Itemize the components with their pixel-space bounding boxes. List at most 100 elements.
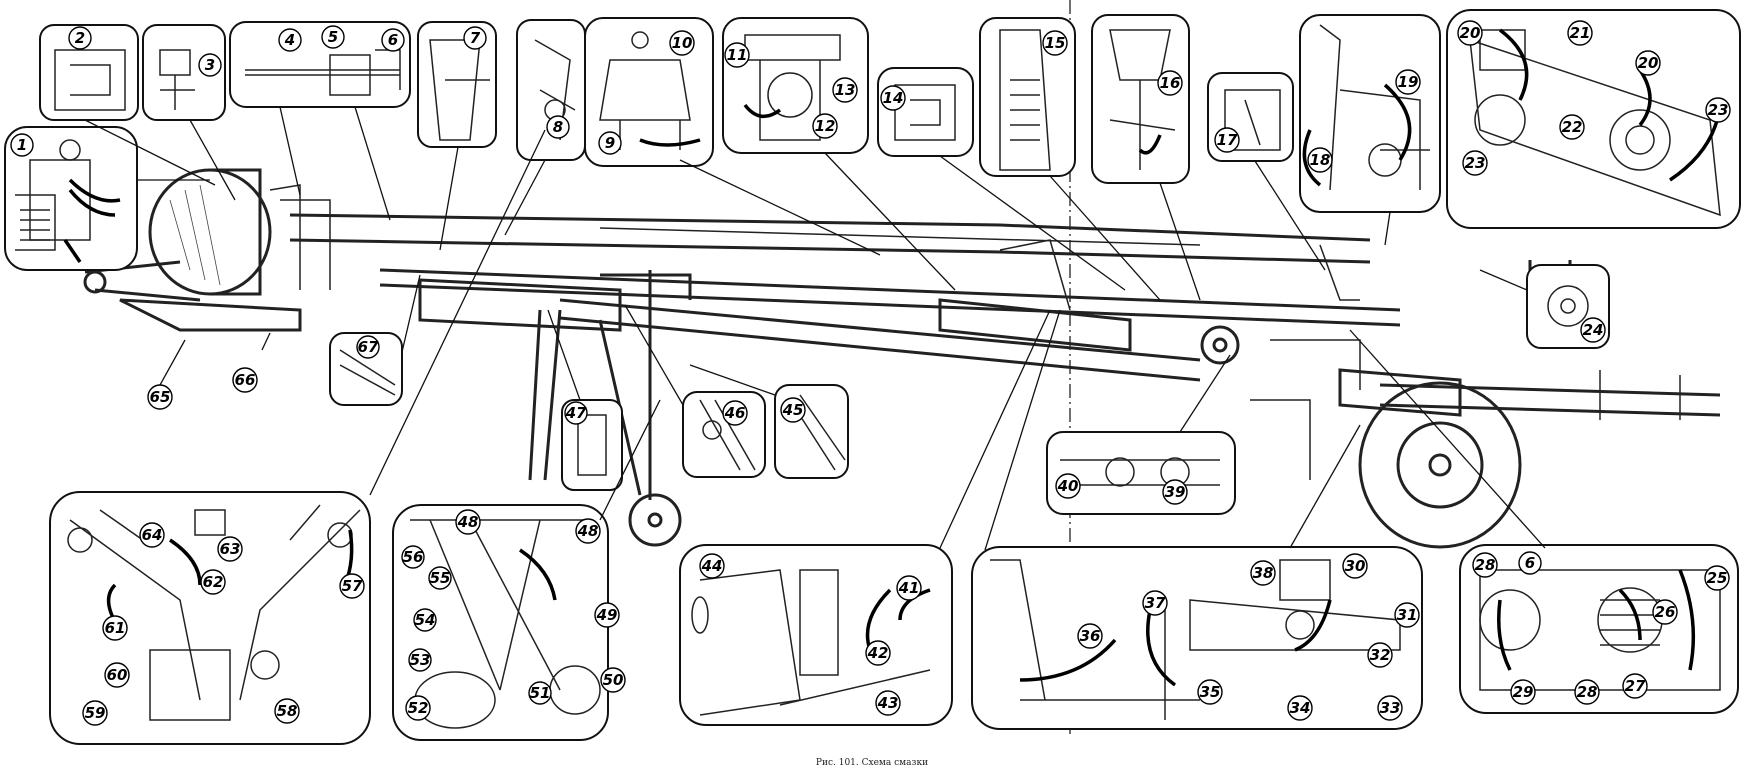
svg-text:61: 61 — [105, 619, 126, 637]
svg-text:8: 8 — [553, 118, 563, 136]
svg-text:22: 22 — [1562, 118, 1583, 136]
callout-26: 26 — [1652, 599, 1678, 625]
callout-41: 41 — [896, 575, 922, 601]
inset-30-38 — [971, 546, 1423, 730]
callout-30: 30 — [1342, 553, 1368, 579]
svg-text:23: 23 — [1708, 101, 1729, 119]
svg-text:43: 43 — [877, 694, 899, 712]
callout-14: 14 — [880, 85, 906, 111]
inset-8 — [516, 19, 586, 161]
callout-27: 27 — [1622, 673, 1648, 699]
svg-text:30: 30 — [1345, 557, 1366, 575]
callout-57: 57 — [339, 573, 365, 599]
inset-1 — [4, 126, 138, 271]
svg-text:36: 36 — [1080, 627, 1101, 645]
callout-13: 13 — [832, 77, 858, 103]
callout-29: 29 — [1510, 679, 1536, 705]
callout-42: 42 — [865, 640, 891, 666]
callout-48a: 48 — [455, 509, 481, 535]
svg-text:27: 27 — [1625, 677, 1646, 695]
callout-38: 38 — [1250, 560, 1276, 586]
inset-18-19 — [1299, 14, 1441, 213]
svg-text:64: 64 — [142, 526, 163, 544]
callout-1: 1 — [10, 133, 34, 157]
svg-text:40: 40 — [1057, 477, 1079, 495]
callout-33: 33 — [1377, 695, 1403, 721]
inset-4-6 — [229, 21, 411, 108]
callout-56: 56 — [401, 545, 425, 569]
svg-text:26: 26 — [1655, 603, 1676, 621]
svg-text:35: 35 — [1200, 683, 1221, 701]
callout-20b: 20 — [1635, 50, 1661, 76]
svg-text:31: 31 — [1397, 606, 1418, 624]
svg-text:58: 58 — [277, 702, 298, 720]
callout-35: 35 — [1197, 679, 1223, 705]
svg-text:65: 65 — [150, 388, 171, 406]
svg-text:54: 54 — [415, 611, 436, 629]
callout-labels: 1 2 3 4 5 6 7 8 9 10 11 12 13 14 15 16 1… — [10, 20, 1731, 726]
inset-14 — [877, 67, 974, 157]
callout-5: 5 — [321, 25, 345, 49]
svg-text:14: 14 — [883, 89, 904, 107]
svg-text:29: 29 — [1513, 683, 1534, 701]
svg-text:62: 62 — [203, 573, 224, 591]
callout-36: 36 — [1077, 623, 1103, 649]
svg-text:56: 56 — [403, 548, 424, 566]
svg-text:39: 39 — [1165, 483, 1186, 501]
svg-text:66: 66 — [235, 371, 256, 389]
svg-text:7: 7 — [470, 29, 481, 47]
callout-61: 61 — [102, 615, 128, 641]
callout-6: 6 — [381, 28, 405, 52]
callout-4: 4 — [278, 28, 302, 52]
svg-text:34: 34 — [1290, 699, 1311, 717]
callout-52: 52 — [405, 695, 431, 721]
svg-text:2: 2 — [75, 29, 85, 47]
callout-65: 65 — [147, 384, 173, 410]
callout-6b: 6 — [1518, 551, 1542, 575]
svg-text:23: 23 — [1465, 154, 1486, 172]
svg-text:18: 18 — [1310, 151, 1331, 169]
svg-text:16: 16 — [1160, 74, 1181, 92]
inset-67 — [329, 332, 403, 406]
svg-text:47: 47 — [565, 404, 587, 422]
svg-text:44: 44 — [701, 557, 723, 575]
svg-text:4: 4 — [284, 31, 295, 49]
svg-text:60: 60 — [107, 666, 128, 684]
callout-37: 37 — [1142, 590, 1168, 616]
svg-text:33: 33 — [1380, 699, 1401, 717]
callout-15: 15 — [1042, 30, 1068, 56]
callout-47: 47 — [564, 401, 588, 425]
callout-25: 25 — [1704, 565, 1730, 591]
svg-text:11: 11 — [727, 46, 748, 64]
svg-text:6: 6 — [1525, 554, 1535, 572]
inset-panels — [4, 9, 1741, 745]
leader-lines — [84, 106, 1546, 551]
svg-text:20: 20 — [1460, 24, 1481, 42]
svg-text:52: 52 — [408, 699, 429, 717]
callout-12: 12 — [812, 113, 838, 139]
svg-text:19: 19 — [1398, 73, 1419, 91]
svg-text:17: 17 — [1217, 131, 1238, 149]
callout-55: 55 — [428, 566, 452, 590]
svg-text:48: 48 — [577, 522, 599, 540]
inset-45 — [774, 384, 849, 479]
callout-2: 2 — [68, 26, 92, 50]
callout-16: 16 — [1157, 70, 1183, 96]
callout-49: 49 — [594, 602, 620, 628]
svg-text:51: 51 — [530, 684, 551, 702]
callout-23b: 23 — [1705, 97, 1731, 123]
svg-text:24: 24 — [1583, 321, 1604, 339]
callout-28b: 28 — [1574, 679, 1600, 705]
callout-43: 43 — [875, 690, 901, 716]
svg-text:38: 38 — [1253, 564, 1274, 582]
svg-text:49: 49 — [596, 606, 618, 624]
machine-frame — [83, 168, 1721, 549]
callout-51: 51 — [528, 681, 552, 705]
callout-53: 53 — [408, 648, 432, 672]
svg-text:42: 42 — [867, 644, 889, 662]
callout-11: 11 — [724, 42, 750, 68]
callout-28a: 28 — [1472, 552, 1498, 578]
svg-text:15: 15 — [1045, 34, 1066, 52]
callout-7: 7 — [463, 26, 487, 50]
